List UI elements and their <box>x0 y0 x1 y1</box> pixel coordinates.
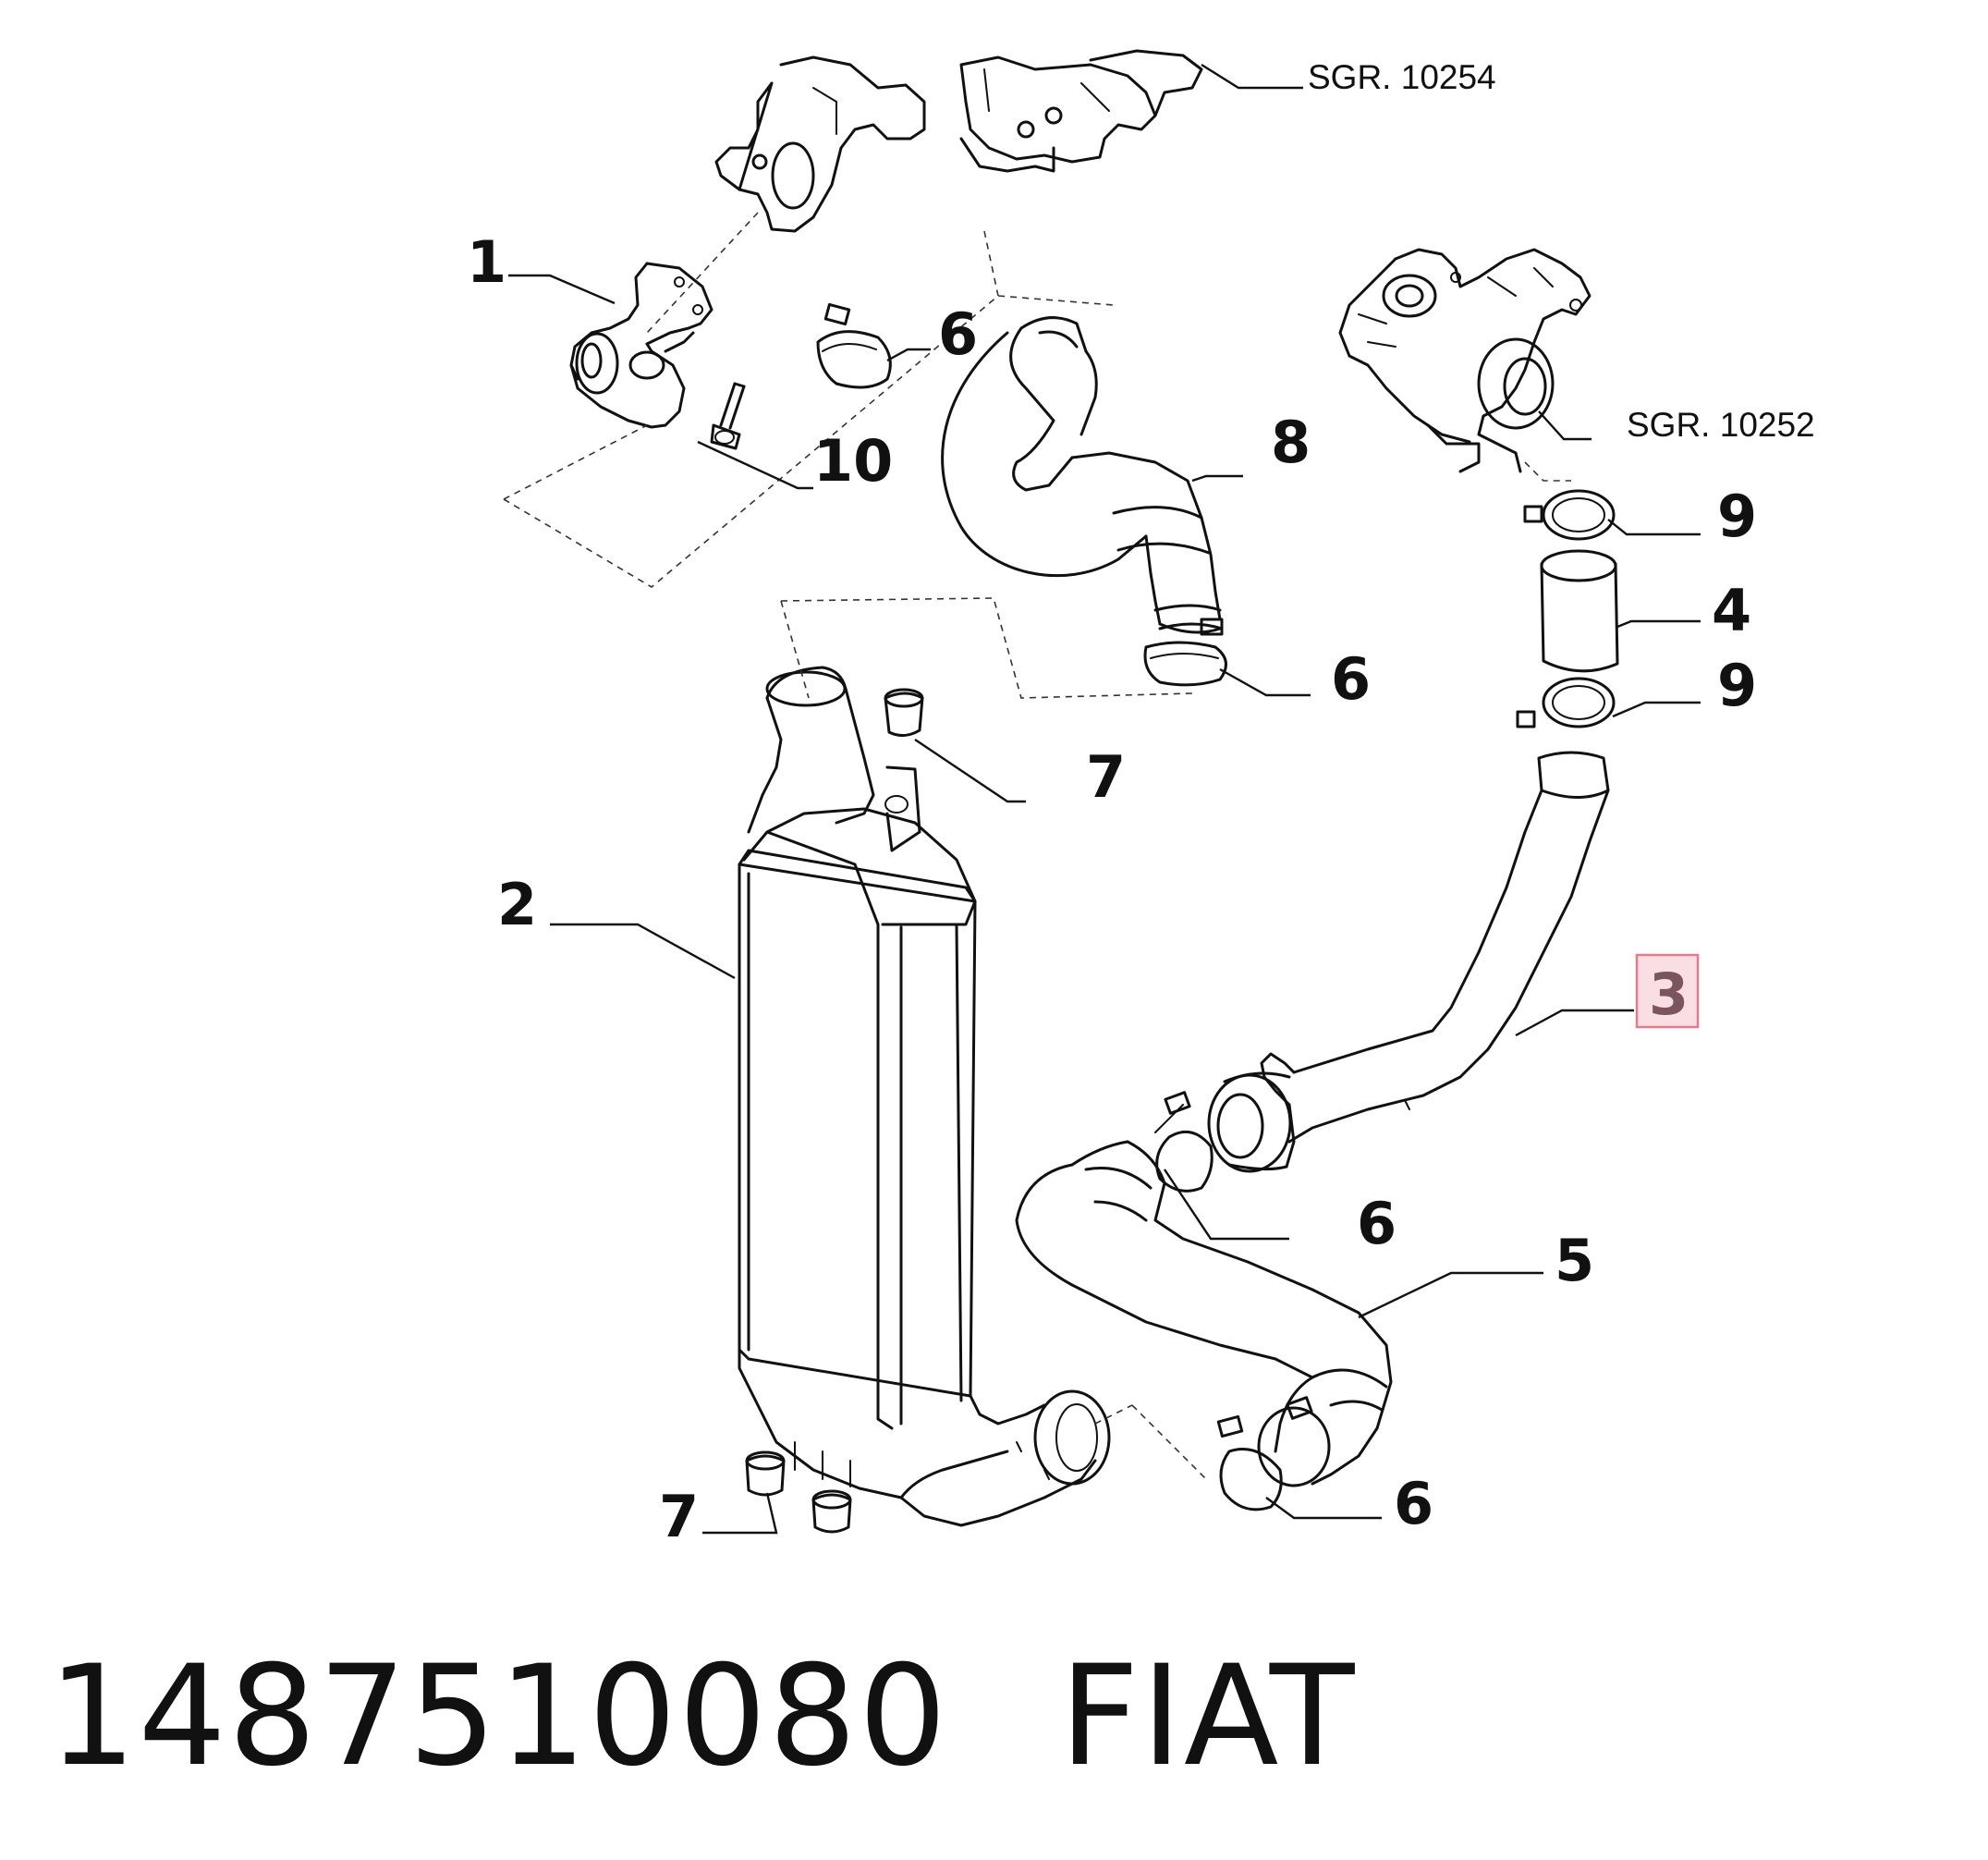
intake-manifold-drawing <box>714 49 1203 233</box>
dashed-connector-throttle <box>503 212 1115 588</box>
upper-hose-drawing <box>941 316 1224 634</box>
turbocharger-drawing <box>1338 248 1592 473</box>
intercooler-inlet-pipe-drawing <box>1207 751 1610 1173</box>
leader-lines <box>508 63 1701 1535</box>
callout-9-upper: 9 <box>1717 483 1757 550</box>
callout-1: 1 <box>467 228 506 296</box>
lower-hose-drawing <box>1015 1140 1393 1487</box>
callout-5: 5 <box>1555 1227 1594 1294</box>
brand-name: FIAT <box>1059 1636 1357 1797</box>
callout-10: 10 <box>813 427 893 495</box>
intercooler-drawing <box>738 666 1111 1527</box>
callout-6-upper-left: 6 <box>938 300 978 368</box>
callout-7-upper: 7 <box>1086 743 1126 811</box>
highlight-box <box>1635 953 1700 1029</box>
dashed-connector-intercooler <box>780 597 1207 1480</box>
callout-2: 2 <box>497 871 537 938</box>
callout-3: 3 <box>1649 961 1689 1028</box>
cap-drawings <box>745 688 924 1534</box>
callout-6-middle: 6 <box>1357 1190 1396 1257</box>
throttle-body-drawing <box>569 262 746 450</box>
callout-4: 4 <box>1712 577 1751 644</box>
reference-label-top: SGR. 10254 <box>1308 58 1496 96</box>
callout-9-lower: 9 <box>1717 652 1757 719</box>
part-number: 1487510080 <box>48 1636 949 1797</box>
callout-6-upper-right: 6 <box>1331 645 1371 713</box>
callout-8: 8 <box>1271 409 1311 476</box>
part-footer: 1487510080 FIAT <box>48 1636 1356 1797</box>
reference-label-right: SGR. 10252 <box>1627 406 1815 444</box>
callout-7-lower: 7 <box>659 1483 699 1550</box>
coupling-drawing <box>1516 461 1619 728</box>
callout-3-highlight[interactable]: 3 <box>1635 953 1700 1029</box>
callout-6-lower: 6 <box>1394 1470 1433 1537</box>
